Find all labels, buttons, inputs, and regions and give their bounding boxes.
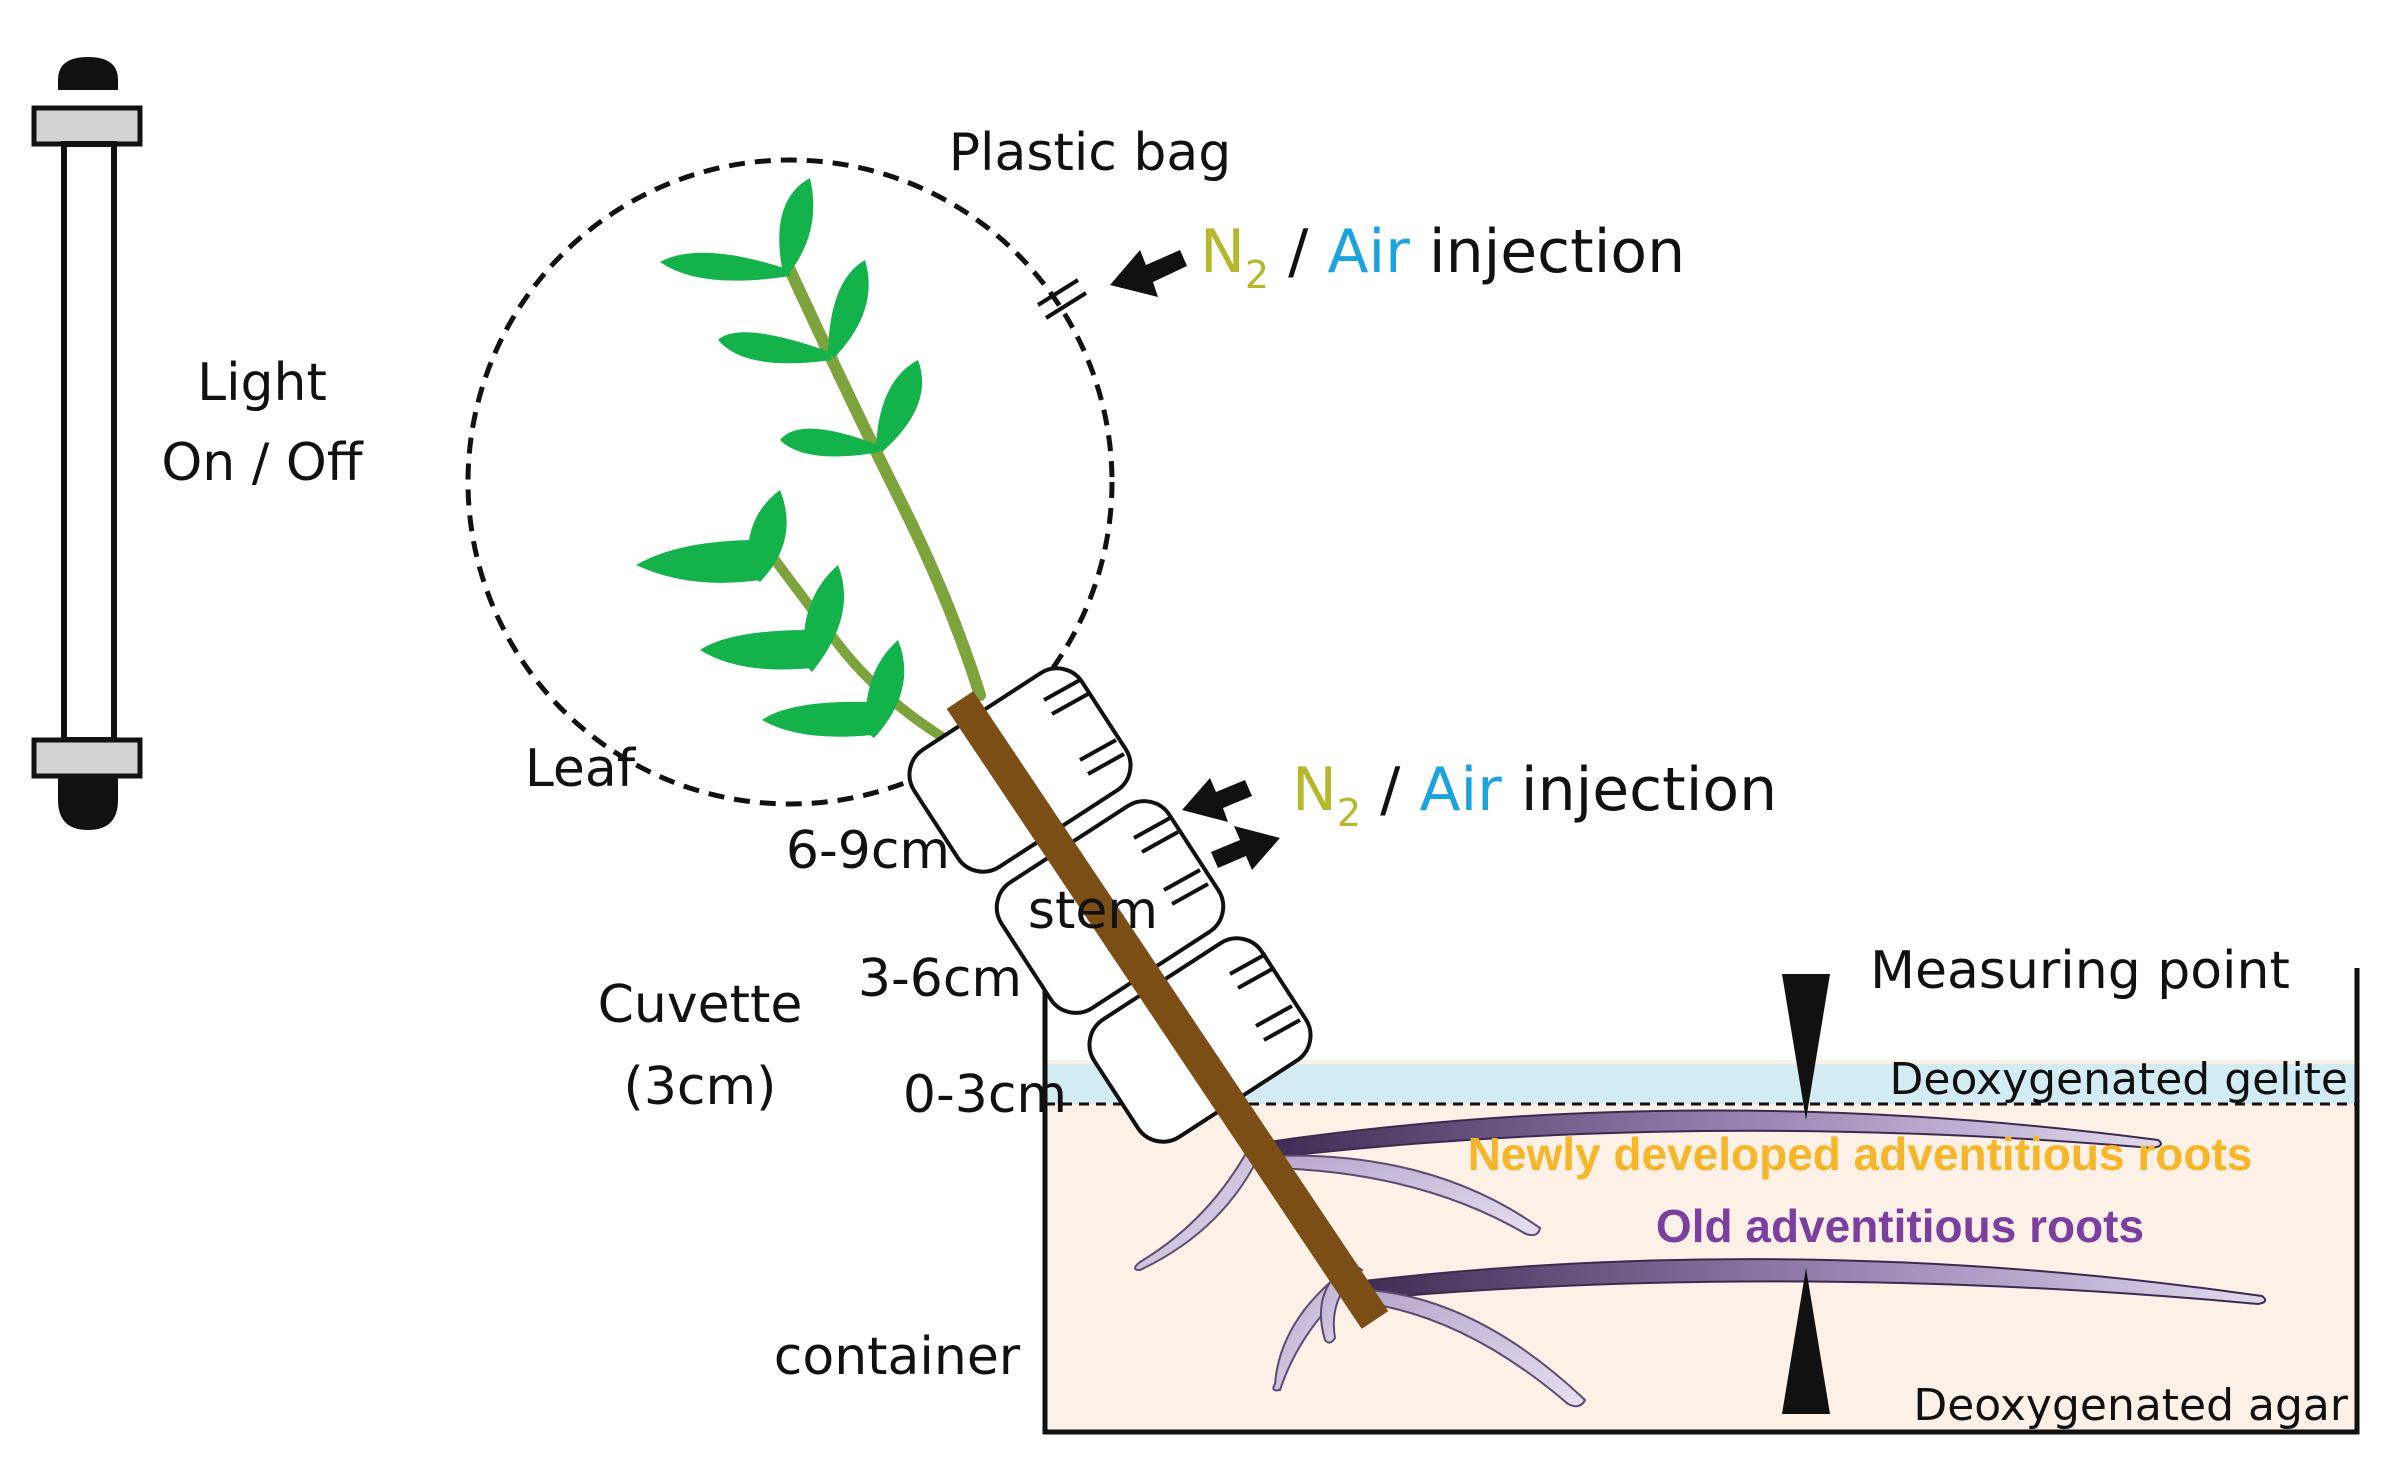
leaf-1b — [779, 178, 814, 272]
bag-injection-arrow — [1110, 250, 1187, 297]
cuvette-label-line2: (3cm) — [624, 1057, 777, 1117]
leaf-label: Leaf — [525, 739, 637, 799]
leaves — [636, 178, 923, 738]
gelite-label: Deoxygenated gelite — [1890, 1054, 2348, 1105]
measuring-point-marker-top — [1782, 974, 1830, 1120]
bag-port-marks — [1036, 278, 1088, 320]
injection-text-top: injection — [1410, 217, 1685, 287]
measuring-point-marker-bottom — [1782, 1268, 1830, 1414]
light-tube — [31, 57, 143, 830]
leaf-1a — [660, 252, 790, 281]
light-tube-bottom-clamp — [31, 737, 143, 779]
leaf-6b — [865, 640, 905, 738]
light-tube-top-cap — [58, 57, 118, 90]
upper-stem — [784, 264, 986, 701]
leaf-2b — [828, 260, 869, 358]
segment-3-6cm-label: 3-6cm — [858, 949, 1022, 1009]
plant-shoot — [636, 178, 986, 750]
plastic-bag-label: Plastic bag — [949, 123, 1232, 183]
stem-label: stem — [1028, 881, 1158, 941]
container-label: container — [774, 1327, 1021, 1387]
light-label-line1: Light — [197, 353, 327, 413]
container — [1042, 968, 2360, 1435]
light-tube-body — [61, 141, 117, 743]
plastic-bag — [465, 157, 1115, 807]
measuring-point-label: Measuring point — [1870, 941, 2290, 1001]
segment-0-3cm-label: 0-3cm — [903, 1065, 1067, 1125]
n2-subscript-top: 2 — [1245, 253, 1269, 297]
main-stem — [946, 691, 1389, 1329]
injection-label-top: N2 / Air injection — [1200, 217, 1685, 297]
n2-text-top: N — [1200, 217, 1245, 287]
leaf-4a — [636, 540, 760, 583]
new-roots — [1134, 1109, 2162, 1272]
cuvette-port-marks — [1043, 678, 1301, 1042]
separator-top: / — [1269, 217, 1327, 287]
new-roots-label: Newly developed adventitious roots — [1468, 1128, 2253, 1180]
leaf-4b — [748, 490, 787, 582]
air-text-top: Air — [1327, 217, 1410, 287]
separator-mid: / — [1361, 755, 1419, 825]
light-tube-bottom-cap — [58, 776, 118, 830]
leaf-3b — [876, 360, 923, 452]
air-text-mid: Air — [1419, 755, 1502, 825]
injection-text-mid: injection — [1502, 755, 1777, 825]
leaf-2a — [718, 332, 832, 364]
lower-branch — [755, 535, 960, 750]
leaf-5b — [803, 565, 845, 672]
light-tube-top-clamp — [31, 105, 143, 147]
leaf-3a — [780, 428, 880, 457]
agar-label: Deoxygenated agar — [1913, 1380, 2349, 1431]
old-root-down-1 — [1368, 1288, 1587, 1408]
n2-subscript-mid: 2 — [1337, 791, 1361, 835]
n2-text-mid: N — [1292, 755, 1337, 825]
old-roots-label: Old adventitious roots — [1656, 1200, 2144, 1252]
cuvette-label-line1: Cuvette — [598, 975, 803, 1035]
arrows — [1110, 250, 1280, 870]
new-root-long — [1265, 1109, 2162, 1158]
leaf-6a — [762, 701, 872, 737]
segment-6-9cm-label: 6-9cm — [786, 821, 950, 881]
light-label-line2: On / Off — [161, 433, 363, 493]
cuvette-in-arrow — [1182, 778, 1252, 822]
cuvette-out-arrow — [1211, 826, 1280, 870]
injection-label-mid: N2 / Air injection — [1292, 755, 1777, 835]
new-root-mid — [1268, 1154, 1542, 1237]
old-root-long — [1352, 1258, 2267, 1306]
leaf-5a — [700, 630, 812, 670]
